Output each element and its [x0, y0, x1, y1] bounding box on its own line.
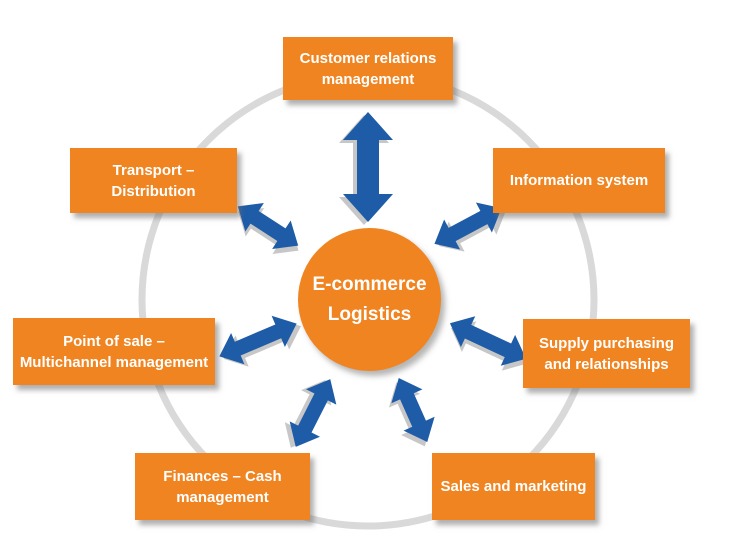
double-arrow-center-information [434, 202, 507, 252]
node-label: Transport – Distribution [111, 161, 196, 200]
double-arrow-center-customer-glyph [343, 112, 393, 222]
center-node-label: E-commerce Logistics [312, 274, 427, 325]
node-label: Point of sale – Multichannel management [19, 332, 209, 371]
node-transport-distribution: Transport – Distribution [70, 148, 237, 213]
node-label: Finances – Cash management [163, 467, 282, 506]
node-label: Sales and marketing [440, 478, 587, 495]
node-finances-cash-management: Finances – Cash management [135, 453, 310, 520]
double-arrow-center-customer [339, 112, 393, 225]
node-point-of-sale-multichannel: Point of sale – Multichannel management [13, 318, 215, 385]
double-arrow-center-information-glyph [434, 202, 502, 250]
node-label: Supply purchasing and relationships [538, 334, 674, 373]
node-sales-and-marketing: Sales and marketing [432, 453, 595, 520]
double-arrow-center-sales [388, 378, 435, 447]
node-label: Customer relations management [299, 49, 437, 88]
double-arrow-center-supply [449, 316, 528, 371]
node-customer-relations-management: Customer relations management [283, 37, 453, 100]
center-node-ecommerce-logistics: E-commerce Logistics [298, 228, 441, 371]
double-arrow-center-finances [284, 379, 337, 448]
double-arrow-center-pointofsale [219, 315, 301, 367]
double-arrow-center-transport [237, 203, 299, 254]
double-arrow-center-finances-glyph [289, 379, 337, 447]
double-arrow-center-pointofsale-glyph [219, 315, 297, 365]
node-information-system: Information system [493, 148, 665, 213]
double-arrow-center-supply-glyph [449, 316, 527, 366]
node-label: Information system [509, 172, 649, 189]
double-arrow-center-transport-glyph [237, 203, 299, 249]
double-arrow-center-sales-glyph [391, 378, 435, 442]
node-supply-purchasing-relationships: Supply purchasing and relationships [523, 319, 690, 388]
